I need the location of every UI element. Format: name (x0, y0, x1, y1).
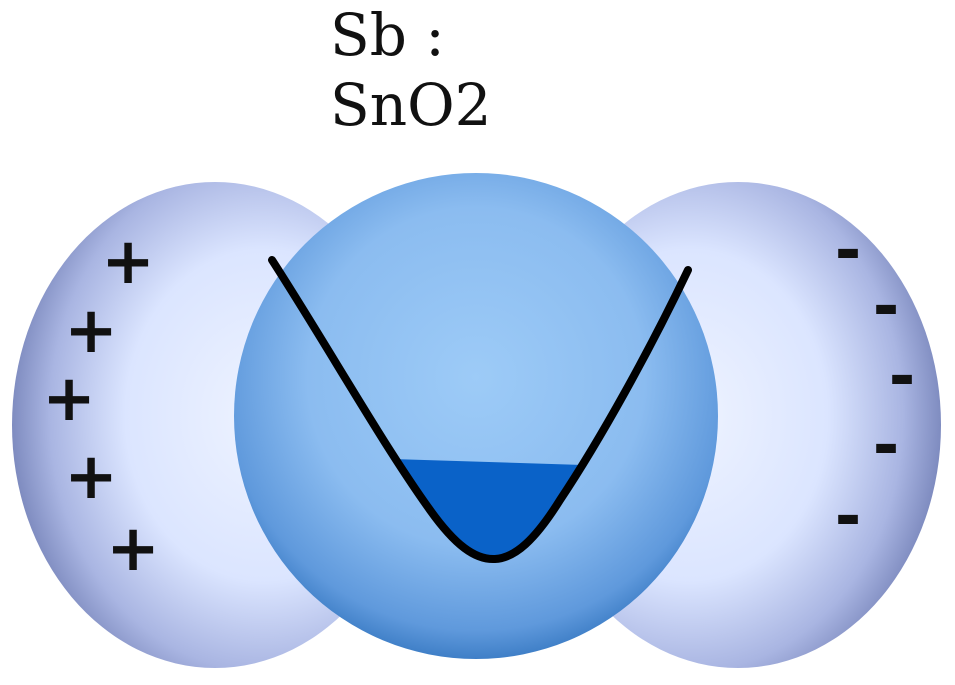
band-electron-fill (392, 459, 583, 559)
negative-charge: - (835, 480, 862, 554)
positive-charge: + (64, 440, 118, 514)
positive-charge: + (101, 225, 155, 299)
negative-charge: - (873, 409, 900, 483)
material-label-host: SnO2 (330, 71, 492, 139)
negative-charge: - (873, 270, 900, 344)
negative-charge: - (889, 340, 916, 414)
material-label-dopant: Sb : (330, 1, 445, 69)
negative-charge: - (835, 214, 862, 288)
positive-charge: + (64, 294, 118, 368)
conduction-band-curve (268, 256, 692, 564)
positive-charge: + (42, 362, 96, 436)
positive-charge: + (106, 512, 160, 586)
material-label: Sb : SnO2 (330, 0, 492, 140)
core-grain-sphere (234, 173, 718, 659)
